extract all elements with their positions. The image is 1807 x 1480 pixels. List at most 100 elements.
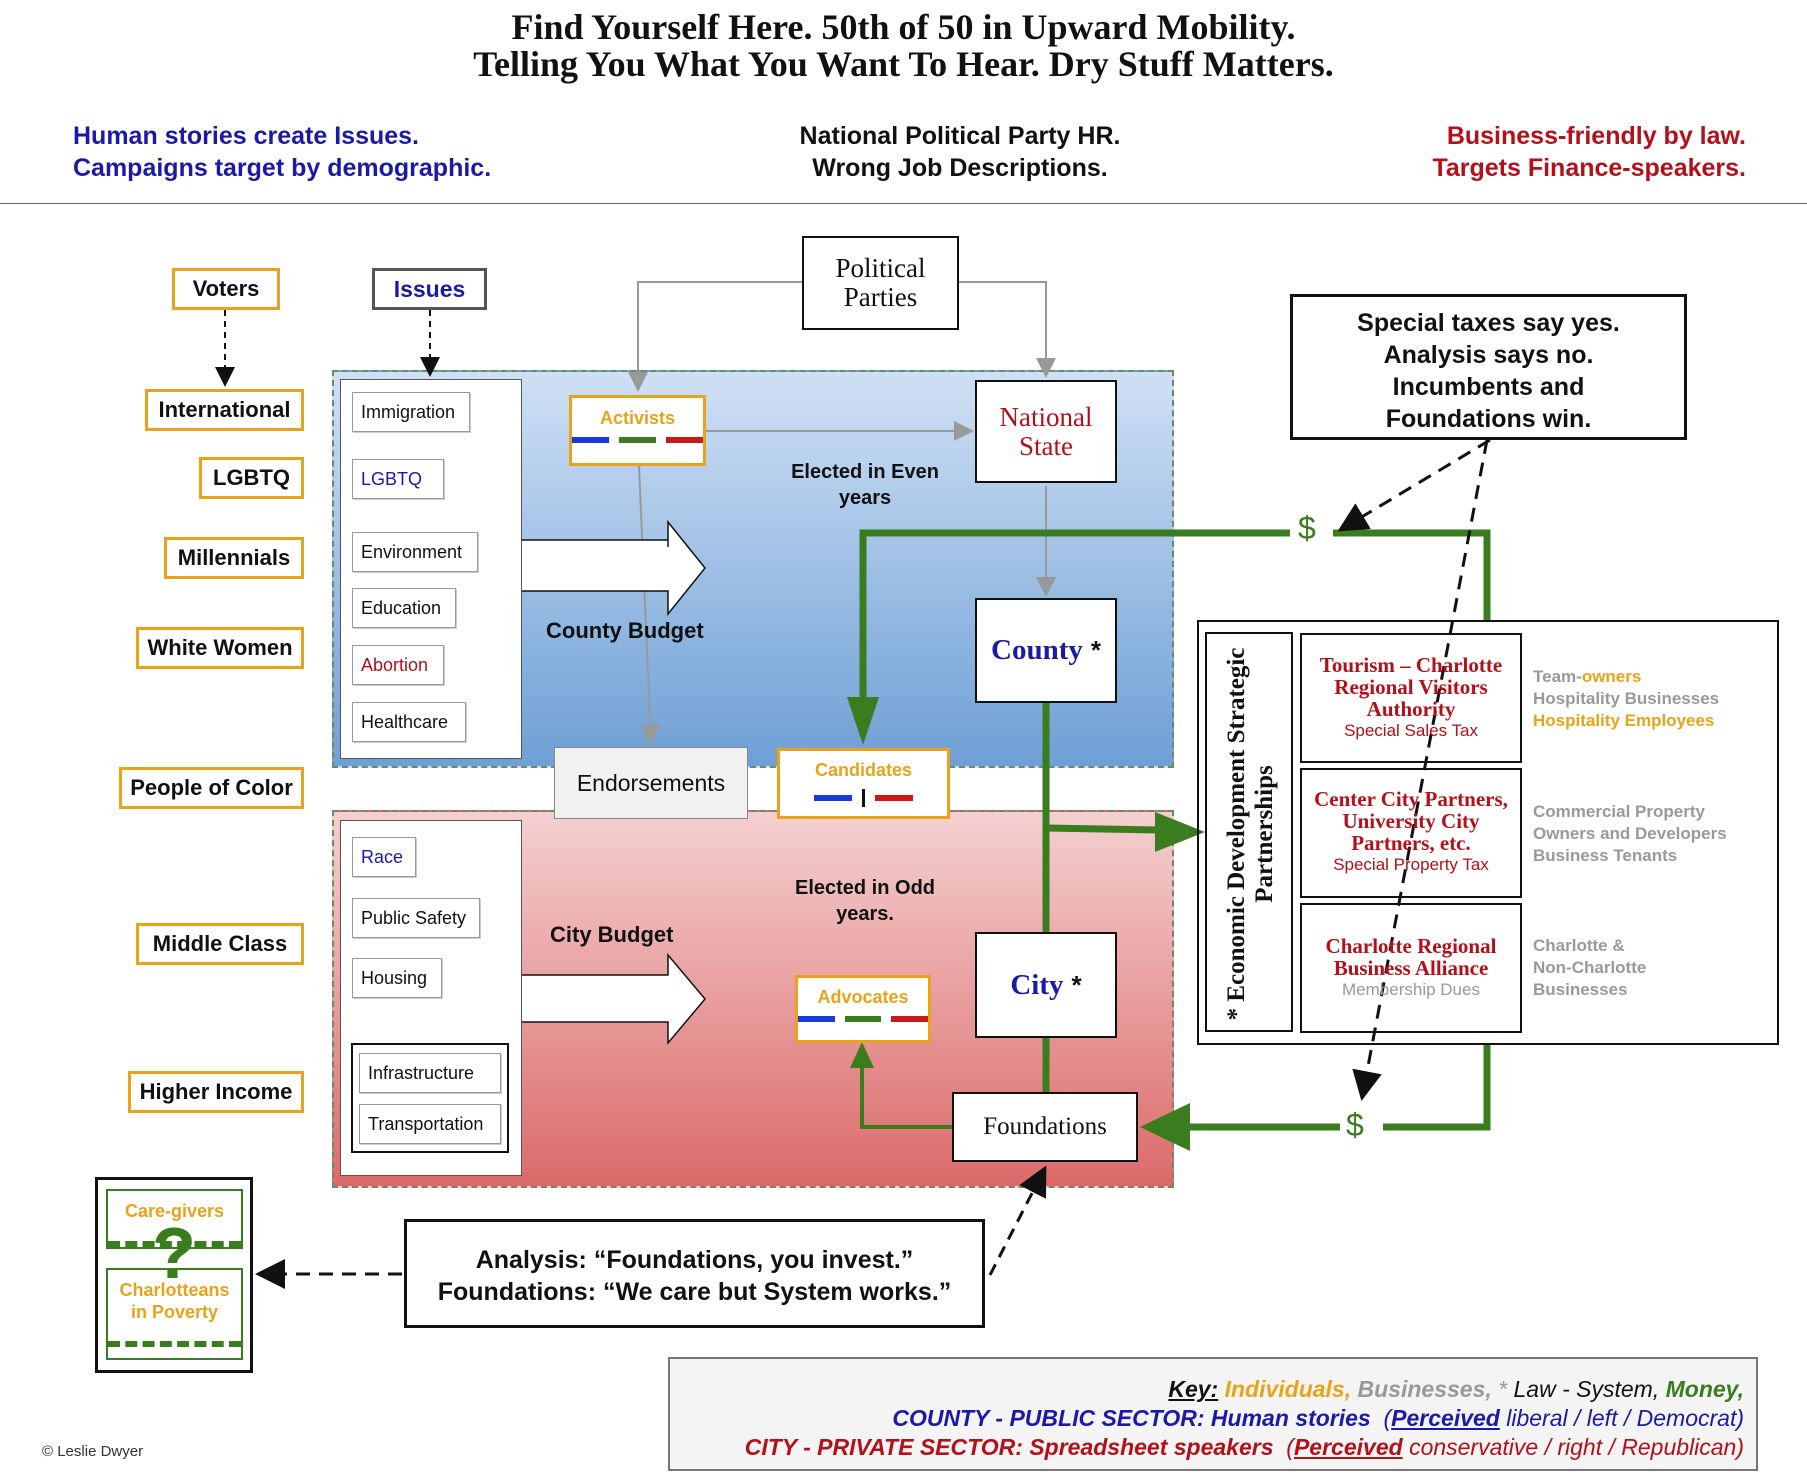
econ-row-tourism-funding: Special Sales Tax bbox=[1344, 721, 1478, 740]
econ-row-business-alliance-name: Charlotte Regional Business Alliance bbox=[1325, 934, 1497, 980]
analysis-line-1: Analysis: “Foundations, you invest.” bbox=[475, 1246, 914, 1274]
bar-red bbox=[666, 437, 703, 443]
advocates-box: Advocates bbox=[795, 975, 931, 1043]
activists-to-endorsements bbox=[638, 465, 661, 745]
poverty-label: Charlotteans in Poverty bbox=[119, 1280, 230, 1322]
title-line-1: Find Yourself Here. 50th of 50 in Upward… bbox=[511, 7, 1296, 47]
header-left: Human stories create Issues. Campaigns t… bbox=[73, 120, 491, 184]
city-budget-label: City Budget bbox=[550, 922, 674, 947]
voter-people-of-color: People of Color bbox=[119, 767, 304, 809]
header-left-2: Campaigns target by demographic. bbox=[73, 154, 492, 182]
key-line-2: COUNTY - PUBLIC SECTOR: Human stories (P… bbox=[892, 1405, 1744, 1431]
county-label: County bbox=[991, 634, 1083, 666]
issue-abortion: Abortion bbox=[352, 645, 444, 685]
beneficiary-owners: owners bbox=[1581, 667, 1642, 686]
voter-higher-income: Higher Income bbox=[128, 1071, 304, 1113]
econ-row-business-alliance-funding: Membership Dues bbox=[1342, 980, 1480, 999]
candidates-party-bars bbox=[780, 789, 947, 807]
special-taxes-box: Special taxes say yes. Analysis says no.… bbox=[1290, 294, 1687, 440]
analysis-line-2: Foundations: “We care but System works.” bbox=[437, 1278, 952, 1306]
beneficiary-non-charlotte: Non-Charlotte bbox=[1533, 958, 1647, 977]
key-city-perceived: Perceived bbox=[1293, 1434, 1403, 1460]
issue-housing: Housing bbox=[352, 958, 442, 998]
bar-green bbox=[619, 437, 656, 443]
key-county-perceived: Perceived bbox=[1391, 1405, 1500, 1431]
elected-odd-label: Elected in Odd years. bbox=[794, 877, 936, 925]
money-dollar-top: $ bbox=[1298, 510, 1316, 546]
header-center-2: Wrong Job Descriptions. bbox=[812, 154, 1108, 182]
key-star: * bbox=[1498, 1376, 1508, 1402]
header-center: National Political Party HR. Wrong Job D… bbox=[760, 120, 1160, 184]
special-taxes-line-4: Foundations win. bbox=[1385, 405, 1592, 433]
issue-immigration: Immigration bbox=[352, 392, 470, 432]
bar-blue bbox=[572, 437, 609, 443]
endorsements-box: Endorsements bbox=[554, 747, 748, 819]
money-from-econ bbox=[1333, 529, 1491, 620]
issue-transportation: Transportation bbox=[359, 1104, 501, 1144]
caregivers-dash-top bbox=[108, 1241, 241, 1247]
advocates-label: Advocates bbox=[817, 987, 909, 1007]
national-state-box: National State bbox=[975, 380, 1117, 483]
bar-blue bbox=[798, 1016, 835, 1022]
bar-red bbox=[875, 795, 913, 801]
analysis-to-foundations-arrow bbox=[988, 1165, 1047, 1276]
beneficiary-team: Team- bbox=[1533, 667, 1582, 686]
econ-to-dollar-line bbox=[1383, 1045, 1491, 1131]
beneficiary-owners-developers: Owners and Developers bbox=[1533, 824, 1727, 843]
key-city-line: CITY - PRIVATE SECTOR: Spreadsheet speak… bbox=[744, 1434, 1274, 1460]
candidates-label: Candidates bbox=[814, 760, 913, 780]
political-parties-label: Political Parties bbox=[835, 253, 926, 312]
beneficiary-businesses: Businesses bbox=[1533, 980, 1628, 999]
econ-dev-vertical-box: * Economic Development Strategic Partner… bbox=[1205, 632, 1293, 1032]
money-to-candidates bbox=[859, 529, 1290, 700]
key-law: Law - System, bbox=[1513, 1376, 1660, 1402]
beneficiary-charlotte: Charlotte & bbox=[1533, 936, 1625, 955]
bar-red bbox=[891, 1016, 929, 1022]
activists-label: Activists bbox=[599, 408, 676, 428]
foundations-box: Foundations bbox=[952, 1092, 1138, 1162]
beneficiary-hospitality-businesses: Hospitality Businesses bbox=[1533, 689, 1720, 708]
econ-row-tourism-name: Tourism – Charlotte Regional Visitors Au… bbox=[1319, 653, 1503, 721]
county-budget-arrow bbox=[522, 519, 706, 617]
parties-to-national bbox=[959, 281, 1056, 378]
special-taxes-line-3: Incumbents and bbox=[1392, 373, 1585, 401]
beneficiaries-row-1: Team-owners Hospitality Businesses Hospi… bbox=[1533, 666, 1719, 732]
candidates-box: Candidates bbox=[777, 748, 950, 819]
caregivers-box: Care-givers Charlotteans in Poverty ? bbox=[95, 1177, 253, 1373]
political-parties-box: Political Parties bbox=[802, 236, 959, 330]
key-city-rest: conservative / right / Republican) bbox=[1409, 1434, 1744, 1460]
beneficiaries-row-3: Charlotte & Non-Charlotte Businesses bbox=[1533, 935, 1646, 1001]
bar-green bbox=[844, 1016, 882, 1022]
issue-healthcare: Healthcare bbox=[352, 702, 466, 742]
city-budget-arrow bbox=[522, 952, 706, 1046]
key-businesses: Businesses, bbox=[1357, 1376, 1492, 1402]
caregivers-top-box bbox=[106, 1189, 243, 1249]
beneficiary-commercial-property: Commercial Property bbox=[1533, 802, 1705, 821]
issue-public-safety: Public Safety bbox=[352, 898, 480, 938]
key-county-line: COUNTY - PUBLIC SECTOR: Human stories bbox=[892, 1405, 1371, 1431]
beneficiaries-row-2: Commercial Property Owners and Developer… bbox=[1533, 801, 1727, 867]
key-box: Key: Individuals, Businesses, * Law - Sy… bbox=[668, 1357, 1758, 1471]
voter-millennials: Millennials bbox=[164, 537, 304, 579]
issue-lgbtq: LGBTQ bbox=[352, 459, 444, 499]
econ-row-center-city-name: Center City Partners, University City Pa… bbox=[1314, 787, 1508, 855]
county-asterisk: * bbox=[1090, 635, 1101, 665]
bar-blue bbox=[814, 795, 852, 801]
issue-education: Education bbox=[352, 588, 456, 628]
key-money: Money, bbox=[1665, 1376, 1744, 1402]
econ-row-tourism: Tourism – Charlotte Regional Visitors Au… bbox=[1300, 633, 1522, 763]
copyright: © Leslie Dwyer bbox=[42, 1443, 144, 1460]
activists-party-bars bbox=[572, 437, 703, 443]
header-right-2: Targets Finance-speakers. bbox=[1432, 154, 1746, 182]
elected-even-label: Elected in Even years bbox=[791, 461, 939, 509]
key-county-rest: liberal / left / Democrat) bbox=[1506, 1405, 1744, 1431]
header-divider bbox=[0, 203, 1807, 204]
issues-label: Issues bbox=[372, 268, 487, 310]
voter-white-women: White Women bbox=[136, 627, 304, 669]
analysis-box: Analysis: “Foundations, you invest.” Fou… bbox=[404, 1219, 985, 1328]
header-right-1: Business-friendly by law. bbox=[1446, 122, 1746, 150]
question-mark-icon: ? bbox=[152, 1214, 196, 1294]
city-box: City * bbox=[975, 932, 1117, 1038]
caregivers-dash-bottom bbox=[108, 1341, 241, 1347]
